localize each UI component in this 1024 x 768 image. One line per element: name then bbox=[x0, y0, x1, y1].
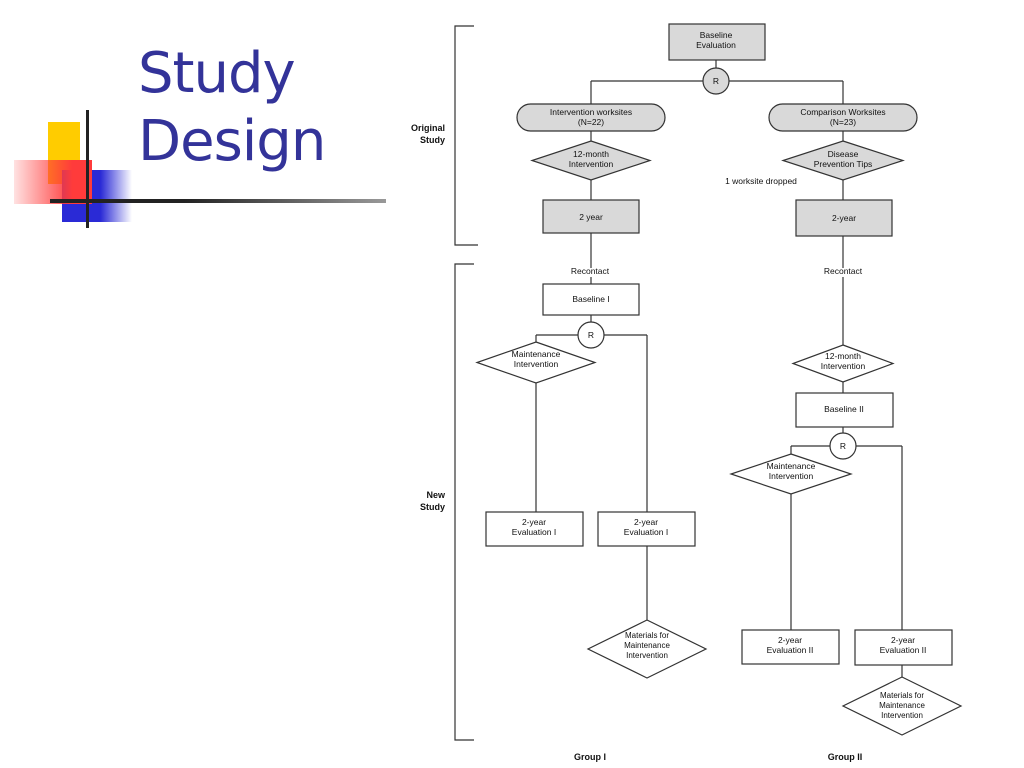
node-2-year-left: 2 year bbox=[542, 199, 640, 234]
node-text: 2-year bbox=[891, 635, 915, 645]
node-text: 12-month bbox=[825, 351, 861, 361]
slide-title: Study Design bbox=[138, 40, 326, 176]
node-12-month-intervention: 12-month Intervention bbox=[530, 140, 652, 181]
node-2-year-left-box bbox=[542, 199, 640, 234]
node-text: Prevention Tips bbox=[814, 159, 873, 169]
node-eval-2b-box bbox=[854, 629, 953, 666]
node-text: R bbox=[588, 330, 594, 340]
node-text: Evaluation II bbox=[880, 645, 927, 655]
node-text: (N=22) bbox=[578, 117, 604, 127]
node-text: Baseline I bbox=[572, 294, 609, 304]
node-text: Comparison Worksites bbox=[800, 107, 885, 117]
node-maintenance-intervention-right: Maintenance Intervention bbox=[729, 453, 853, 495]
deco-horizontal-line bbox=[50, 199, 386, 203]
node-text: Baseline II bbox=[824, 404, 864, 414]
node-text: Maintenance bbox=[767, 461, 816, 471]
node-eval-2a-box bbox=[741, 629, 840, 665]
node-randomize-right: R bbox=[829, 432, 857, 460]
node-text: 2 year bbox=[579, 212, 603, 222]
label-recontact-left: Recontact bbox=[571, 266, 610, 276]
node-randomize-left: R bbox=[577, 321, 605, 349]
node-baseline-evaluation-box bbox=[668, 23, 766, 61]
group-label-2: Group II bbox=[828, 752, 863, 762]
node-baseline-2: Baseline II bbox=[795, 392, 894, 428]
decision-diamond bbox=[781, 140, 905, 181]
title-line-1: Study bbox=[138, 41, 296, 106]
title-line-2: Design bbox=[138, 109, 326, 174]
node-intervention-worksites-box bbox=[516, 103, 666, 132]
node-text: Maintenance bbox=[512, 349, 561, 359]
node-12-month-intervention-right: 12-month Intervention bbox=[791, 344, 895, 383]
node-text: 2-year bbox=[832, 213, 856, 223]
label-recontact-right: Recontact bbox=[824, 266, 863, 276]
node-text: Intervention bbox=[626, 651, 668, 660]
node-text: Intervention bbox=[769, 471, 814, 481]
node-text: 12-month bbox=[573, 149, 609, 159]
node-baseline-evaluation: Baseline Evaluation bbox=[668, 23, 766, 61]
node-text: Evaluation bbox=[696, 40, 736, 50]
node-comparison-worksites-box bbox=[768, 103, 918, 132]
node-baseline-2-box bbox=[795, 392, 894, 428]
deco-vertical-line bbox=[86, 110, 89, 228]
deco-red-square bbox=[14, 160, 92, 204]
node-text: Maintenance bbox=[624, 641, 670, 650]
node-eval-1b-box bbox=[597, 511, 696, 547]
node-text: (N=23) bbox=[830, 117, 856, 127]
connector-lines bbox=[454, 25, 903, 741]
decision-diamond bbox=[729, 453, 853, 495]
node-2-year-evaluation-1a: 2-year Evaluation I bbox=[485, 511, 584, 547]
annotation-worksite-dropped: 1 worksite dropped bbox=[725, 176, 797, 186]
node-text: Intervention worksites bbox=[550, 107, 632, 117]
node-text: Maintenance bbox=[879, 701, 925, 710]
node-randomize-top: R bbox=[702, 67, 730, 95]
node-materials-left: Materials for Maintenance Intervention bbox=[586, 619, 708, 679]
node-text: 2-year bbox=[522, 517, 546, 527]
node-disease-prevention-tips: Disease Prevention Tips bbox=[781, 140, 905, 181]
node-eval-1a-box bbox=[485, 511, 584, 547]
section-label-new: New bbox=[426, 490, 446, 500]
node-text: Intervention bbox=[881, 711, 923, 720]
decision-diamond bbox=[841, 676, 963, 736]
decision-diamond bbox=[530, 140, 652, 181]
node-intervention-worksites: Intervention worksites (N=22) bbox=[516, 103, 666, 132]
node-comparison-worksites: Comparison Worksites (N=23) bbox=[768, 103, 918, 132]
node-text: Intervention bbox=[514, 359, 559, 369]
section-label-new: Study bbox=[420, 502, 445, 512]
node-text: 2-year bbox=[634, 517, 658, 527]
node-2-year-evaluation-2a: 2-year Evaluation II bbox=[741, 629, 840, 665]
node-maintenance-intervention-left: Maintenance Intervention bbox=[475, 341, 597, 384]
decision-diamond bbox=[475, 341, 597, 384]
node-baseline-1-box bbox=[542, 283, 640, 316]
node-text: R bbox=[713, 76, 719, 86]
node-materials-right: Materials for Maintenance Intervention bbox=[841, 676, 963, 736]
node-text: Intervention bbox=[821, 361, 866, 371]
node-text: Intervention bbox=[569, 159, 614, 169]
node-2-year-right-box bbox=[795, 199, 893, 237]
node-baseline-1: Baseline I bbox=[542, 283, 640, 316]
randomize-circle bbox=[829, 432, 857, 460]
node-2-year-evaluation-1b: 2-year Evaluation I bbox=[597, 511, 696, 547]
node-text: Materials for bbox=[625, 631, 669, 640]
decision-diamond bbox=[791, 344, 895, 383]
node-text: Evaluation II bbox=[767, 645, 814, 655]
group-label-1: Group I bbox=[574, 752, 606, 762]
node-text: Evaluation I bbox=[512, 527, 556, 537]
section-label-original: Study bbox=[420, 135, 445, 145]
node-text: Evaluation I bbox=[624, 527, 668, 537]
node-text: Baseline bbox=[700, 30, 733, 40]
node-text: 2-year bbox=[778, 635, 802, 645]
randomize-circle bbox=[702, 67, 730, 95]
node-2-year-evaluation-2b: 2-year Evaluation II bbox=[854, 629, 953, 666]
node-text: R bbox=[840, 441, 846, 451]
decision-diamond bbox=[586, 619, 708, 679]
node-2-year-right: 2-year bbox=[795, 199, 893, 237]
node-text: Disease bbox=[828, 149, 859, 159]
node-text: Materials for bbox=[880, 691, 924, 700]
randomize-circle bbox=[577, 321, 605, 349]
section-label-original: Original bbox=[411, 123, 445, 133]
